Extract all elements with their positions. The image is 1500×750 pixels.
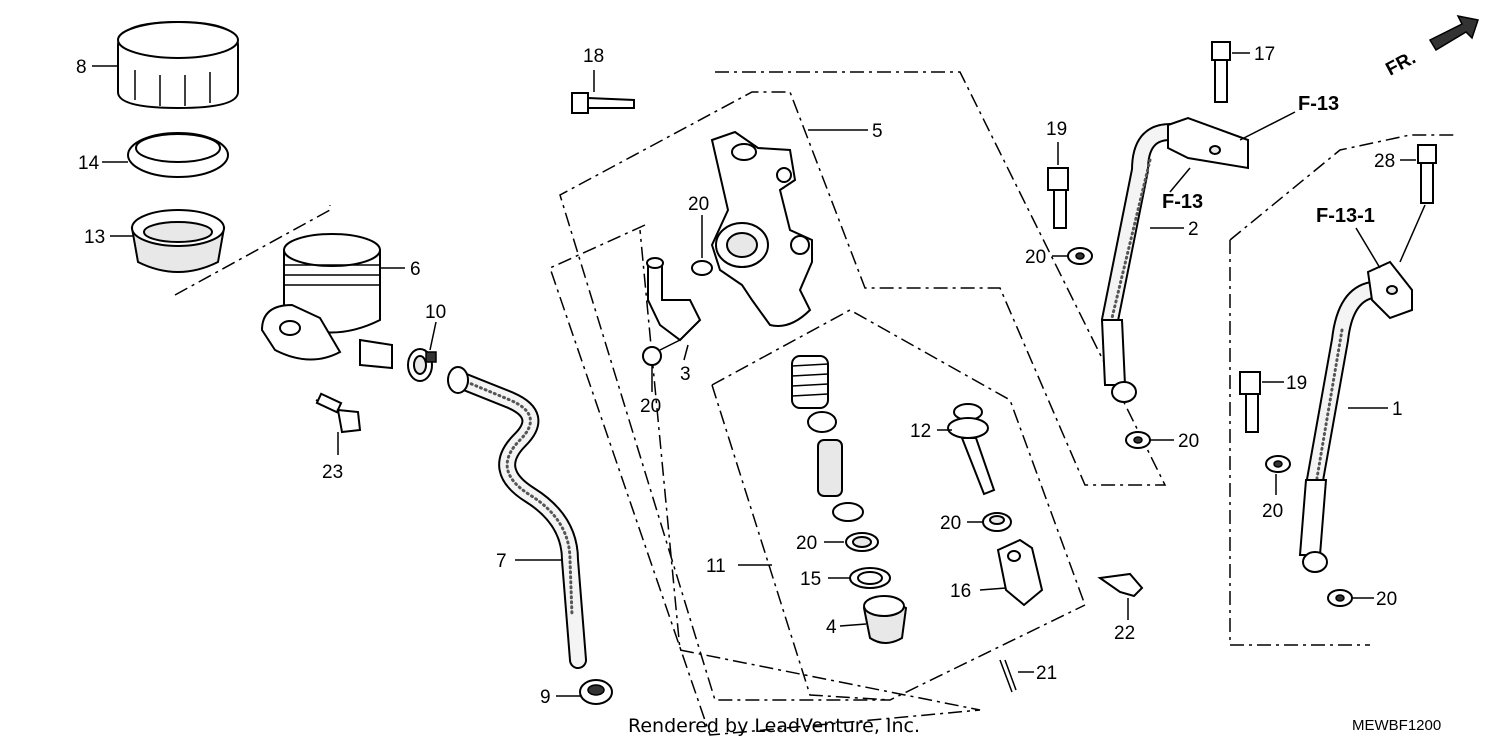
diaphragm-part (130, 209, 226, 273)
part-label-25: 21 (1036, 663, 1057, 684)
part-label-6: 6 (410, 259, 421, 280)
part-label-14: 14 (78, 153, 100, 174)
front-marker-label: FR. (1382, 48, 1419, 81)
cotter-pin-25-part (999, 659, 1017, 693)
reservoir-cap-part (117, 20, 239, 110)
front-direction-marker: FR. (1382, 14, 1479, 81)
hose-clip-9-part (579, 679, 613, 705)
spring-seat-part (807, 411, 837, 433)
part-label-12: 12 (910, 421, 931, 442)
part-label-20-lower-a: 20 (1262, 501, 1283, 522)
part-label-3: 3 (680, 364, 691, 385)
part-label-4: 4 (826, 617, 837, 638)
bolt-17-part (1211, 41, 1231, 103)
master-cylinder-part (710, 130, 813, 327)
part-label-8: 8 (76, 57, 87, 78)
part-label-18: 18 (583, 46, 604, 67)
cup-21-part (845, 532, 879, 552)
part-label-20-upper-a-text: 20 (1025, 247, 1046, 268)
part-label-16: 16 (950, 581, 971, 602)
washer-20-upper-a-part (1067, 247, 1093, 265)
o-ring-22-part (691, 260, 713, 276)
part-label-19-upper: 19 (1046, 119, 1067, 140)
group-outline-right-hose-left (1229, 240, 1370, 646)
render-credit: Rendered by LeadVenture, Inc. (628, 715, 920, 737)
part-label-20-upper-b: 20 (1178, 431, 1199, 452)
part-label-2: 2 (1188, 219, 1199, 240)
group-outline-reservoir (174, 205, 331, 296)
bolt-19-lower-part (1239, 371, 1261, 433)
part-label-20-lower-b: 20 (1376, 589, 1397, 610)
brake-hose-1-part (1298, 260, 1413, 573)
part-label-26: 22 (1114, 623, 1135, 644)
nut-24-part (982, 512, 1012, 532)
reference-label-f13-upper: F-13 (1298, 93, 1339, 115)
snap-ring-15-part (849, 567, 891, 589)
group-outline-master-cylinder (559, 71, 1167, 701)
part-label-27: 23 (322, 462, 343, 483)
group-outline-piston-kit (711, 309, 1086, 606)
hose-joint-part (646, 257, 702, 342)
pin-26-part (1097, 572, 1144, 598)
part-label-11: 11 (706, 556, 726, 577)
part-label-13: 13 (84, 227, 105, 248)
part-label-19-lower: 19 (1286, 373, 1307, 394)
part-label-9: 9 (540, 687, 551, 708)
boot-4-part (862, 595, 908, 644)
part-label-5: 5 (872, 121, 883, 142)
part-label-1: 1 (1392, 399, 1403, 420)
group-outline-piston-kit-left (711, 384, 891, 701)
part-label-23: 20 (640, 396, 661, 417)
bolt-27-part (315, 392, 362, 434)
reference-label-f13-1: F-13-1 (1316, 205, 1375, 227)
part-label-15: 15 (800, 569, 821, 590)
hose-clip-part (407, 348, 437, 382)
screw-23-part (642, 339, 681, 366)
joint-16-part (996, 538, 1044, 607)
bolt-28-part (1417, 144, 1437, 204)
part-label-24: 20 (940, 513, 961, 534)
leader-lines (92, 52, 1426, 697)
spring-part (791, 355, 829, 409)
reference-label-f13-hose: F-13 (1162, 191, 1203, 213)
washer-20-lower-a-part (1265, 455, 1291, 473)
reservoir-hose-part (447, 366, 587, 669)
group-outline-inner (549, 224, 981, 736)
piston-part (817, 439, 864, 522)
part-label-7: 7 (496, 551, 507, 572)
part-label-10: 10 (425, 302, 446, 323)
group-outline-right-hose (1229, 134, 1455, 241)
bolt-18-part (571, 92, 635, 114)
diagram-code: MEWBF1200 (1352, 717, 1441, 734)
part-label-22: 20 (688, 194, 709, 215)
reservoir-part (260, 233, 393, 370)
washer-20-lower-b-part (1327, 589, 1353, 607)
cap-plate-part (127, 132, 229, 178)
bolt-19-upper-part (1047, 167, 1069, 229)
part-label-17: 17 (1254, 44, 1275, 65)
part-label-21: 20 (796, 533, 817, 554)
push-rod-12-part (947, 403, 996, 496)
brake-hose-2-part (1100, 116, 1249, 403)
part-label-28: 28 (1374, 151, 1395, 172)
washer-20-upper-b-part (1125, 431, 1151, 449)
